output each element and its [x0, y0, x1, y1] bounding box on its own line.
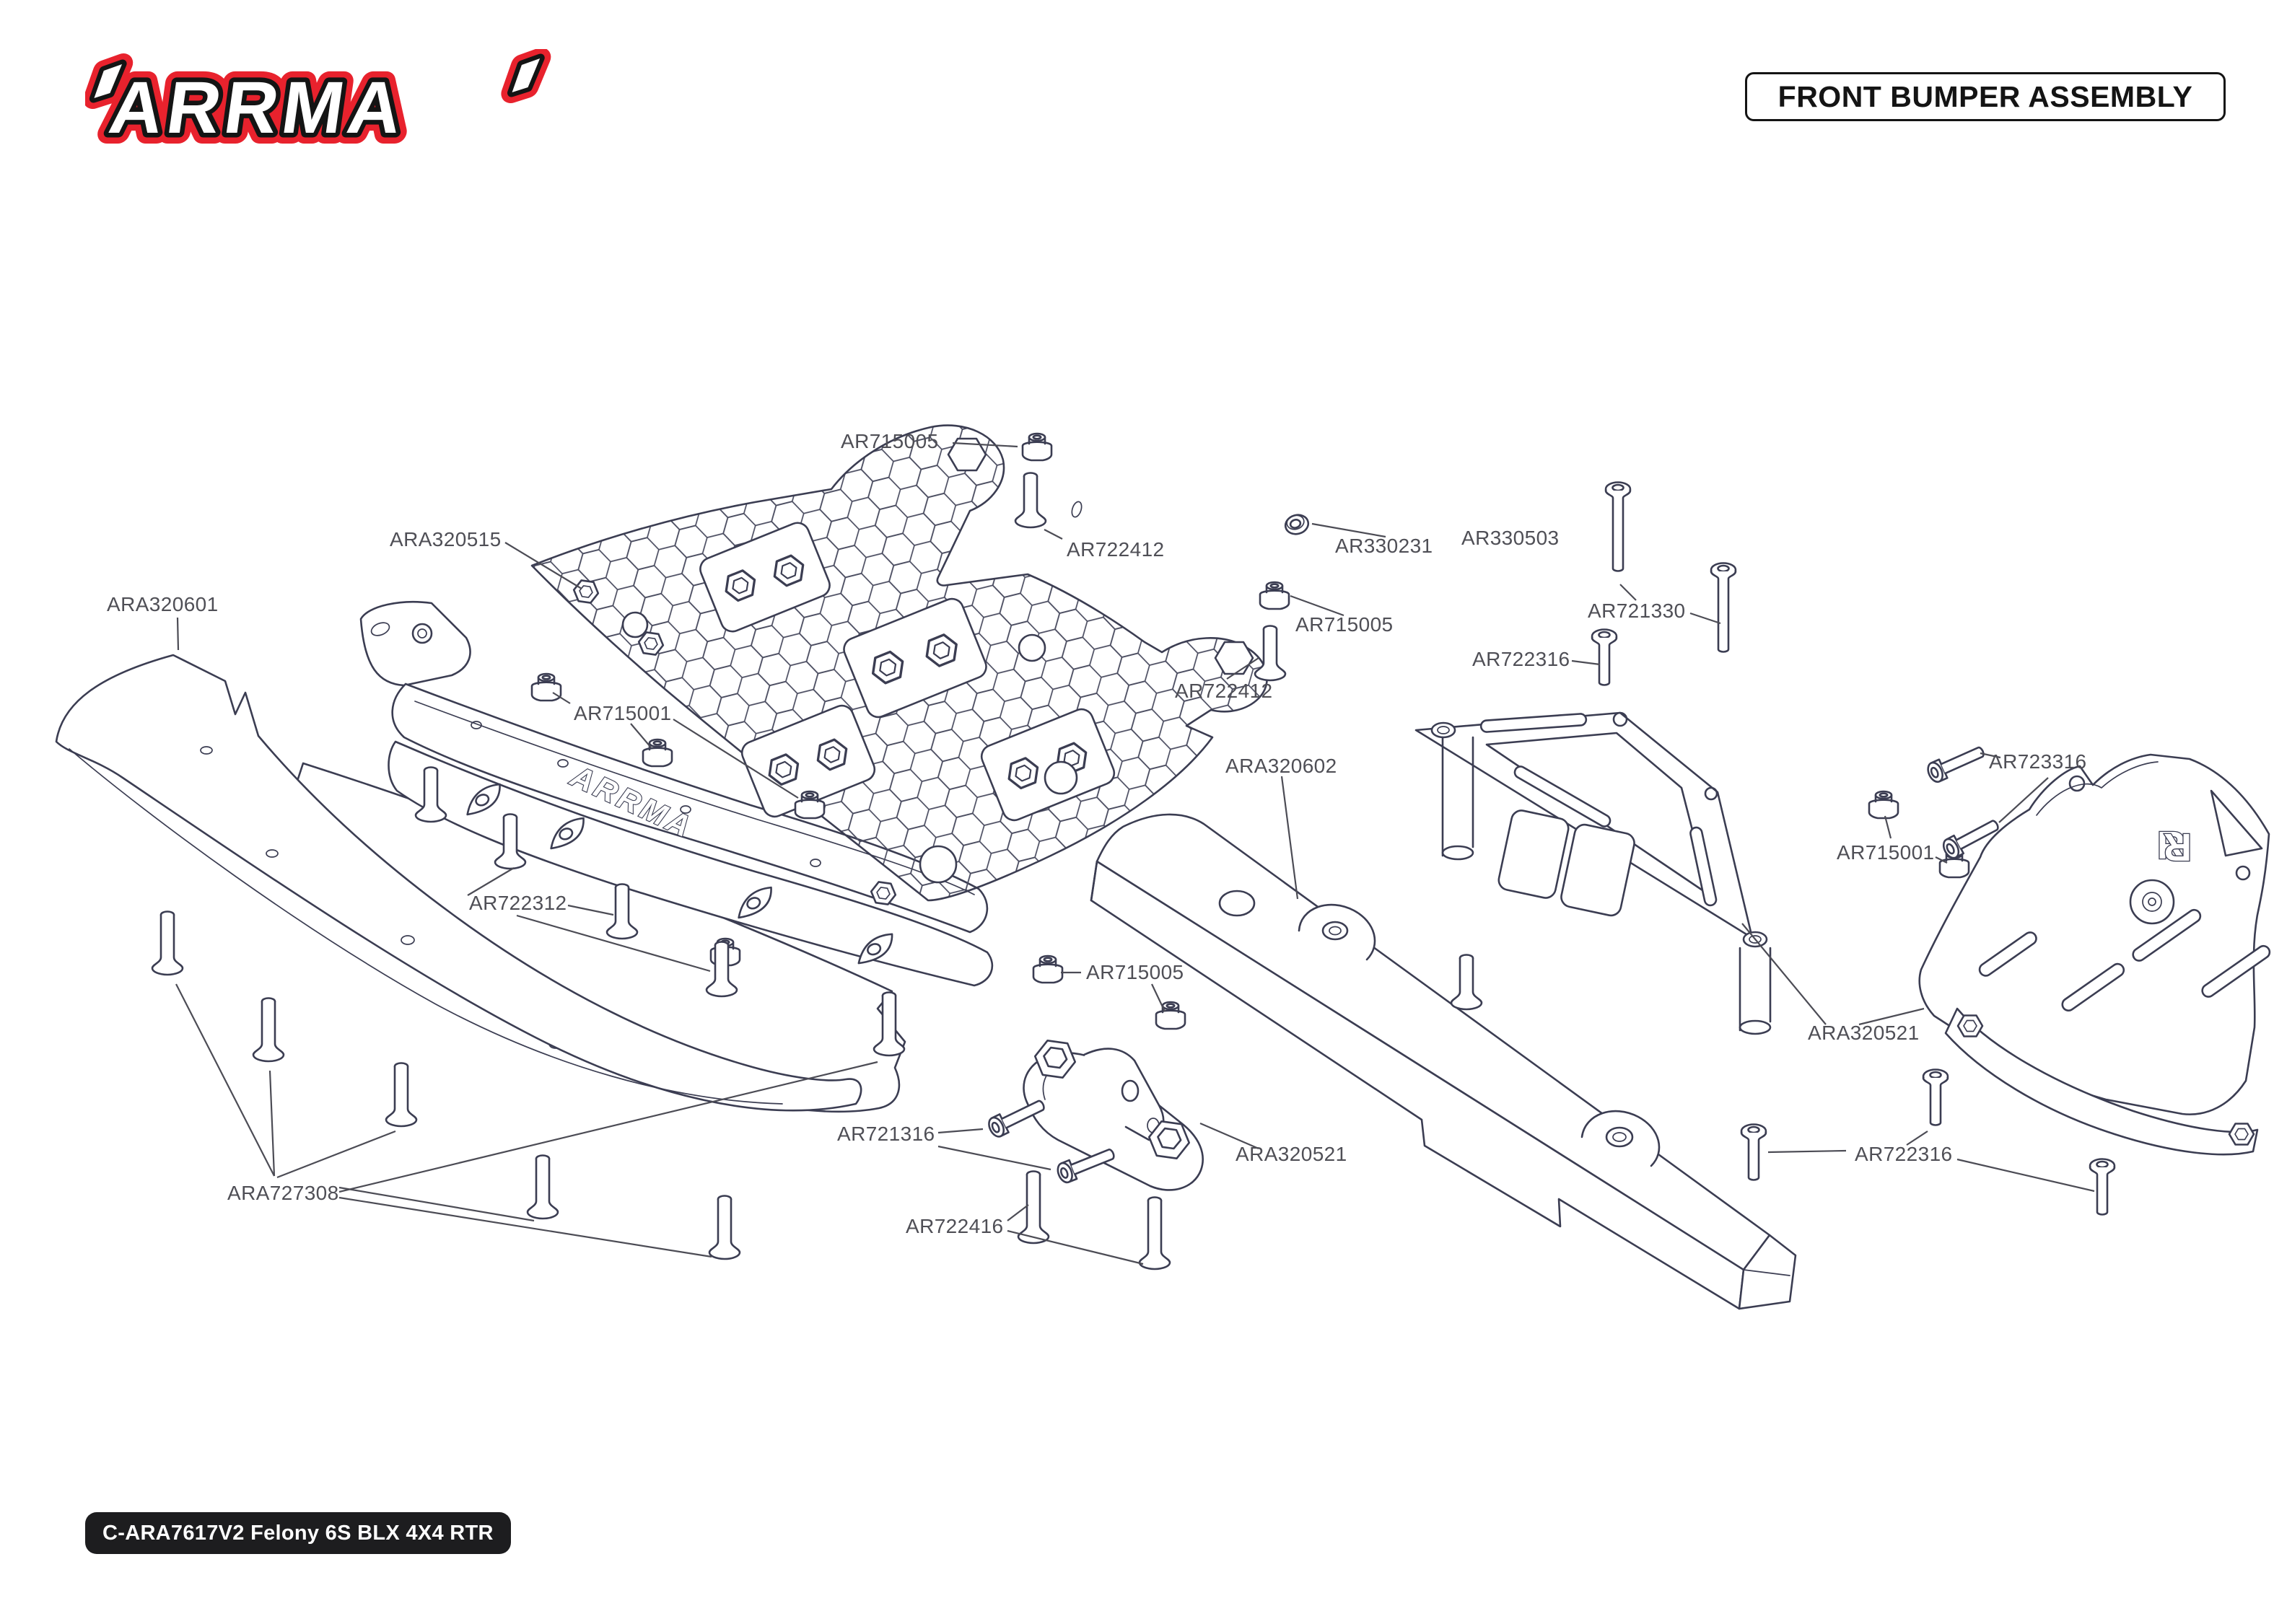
- part-label-ar722416: AR722416: [906, 1215, 1004, 1237]
- part-label-ar721316: AR721316: [837, 1123, 935, 1145]
- splitter-plate-drawing: [55, 654, 906, 1112]
- part-label-ara320521-2: ARA320521: [1236, 1143, 1347, 1165]
- part-label-ar715001-1: AR715001: [574, 702, 672, 724]
- part-label-ar715005-2: AR715005: [1295, 613, 1394, 636]
- hardware-washer: [1071, 501, 1310, 535]
- front-bumper-drawing: ARRMA: [359, 600, 994, 987]
- svg-text:ARRMA: ARRMA: [105, 66, 412, 148]
- part-label-ar723316: AR723316: [1989, 750, 2087, 773]
- part-label-ar715005-3: AR715005: [1086, 961, 1184, 983]
- skid-plate-r-logo: R R: [2156, 823, 2193, 870]
- part-label-ara320602: ARA320602: [1225, 755, 1337, 777]
- skid-plate-right-drawing: R R: [1918, 753, 2271, 1156]
- part-label-ar330503: AR330503: [1461, 527, 1560, 549]
- svg-text:R: R: [2164, 825, 2192, 869]
- svg-text:ARRMA: ARRMA: [105, 66, 412, 148]
- part-label-ar330231: AR330231: [1335, 535, 1433, 557]
- page-title: FRONT BUMPER ASSEMBLY: [1745, 72, 2226, 121]
- svg-text:ARRMA: ARRMA: [105, 66, 412, 148]
- bumper-brace-drawing: [1414, 711, 1772, 1035]
- part-label-ar722312: AR722312: [469, 892, 567, 914]
- part-label-ar722412-1: AR722412: [1067, 538, 1165, 561]
- leader-lines: [175, 442, 2095, 1265]
- part-label-ar715005-1: AR715005: [841, 430, 939, 452]
- part-label-ar722412-2: AR722412: [1175, 680, 1273, 702]
- svg-text:R: R: [2157, 824, 2185, 867]
- bumper-mount-drawing: [1023, 1038, 1204, 1191]
- part-label-ara320601: ARA320601: [107, 593, 219, 615]
- part-label-ar722316-2: AR722316: [1855, 1143, 1953, 1165]
- model-badge: C-ARA7617V2 Felony 6S BLX 4X4 RTR: [85, 1512, 511, 1554]
- part-label-ara727308: ARA727308: [227, 1182, 339, 1204]
- part-label-ar715001-2: AR715001: [1837, 841, 1935, 864]
- part-label-ara320515: ARA320515: [390, 528, 502, 550]
- part-label-ar722316-1: AR722316: [1472, 648, 1570, 670]
- part-label-ara320521-1: ARA320521: [1808, 1022, 1920, 1044]
- mesh-skid-plate-drawing: [530, 424, 1268, 907]
- part-label-ar721330: AR721330: [1588, 600, 1686, 622]
- arrma-logo: ARRMA ARRMA ARRMA: [85, 49, 551, 157]
- foam-bumper-drawing: [1090, 813, 1797, 1310]
